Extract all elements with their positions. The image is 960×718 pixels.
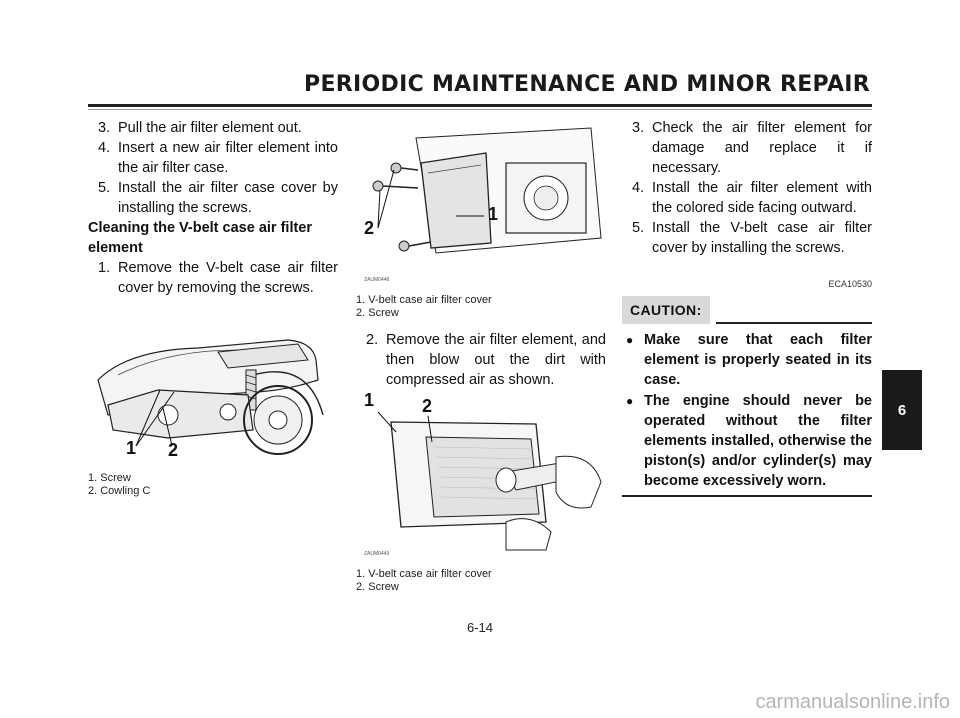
caution-header: CAUTION: — [622, 296, 872, 324]
filter-cover-figure: 2 1 ZAUM0448 — [356, 118, 606, 283]
figure-caption: 1. Screw 2. Cowling C — [88, 472, 151, 497]
page-header-title: PERIODIC MAINTENANCE AND MINOR REPAIR — [304, 72, 870, 97]
step-item: 3.Pull the air filter element out. — [98, 120, 302, 136]
caution-bullet: ●Make sure that each filter element is p… — [626, 332, 872, 388]
chapter-tab: 6 — [882, 370, 922, 450]
bullet-icon: ● — [626, 394, 634, 408]
callout-1: 1 — [126, 438, 137, 458]
callout-1: 1 — [488, 204, 499, 224]
callout-2: 2 — [168, 440, 179, 460]
figure-caption-1: 1. V-belt case air filter cover 2. Screw — [356, 294, 492, 319]
steps-list-3: 2.Remove the air filter element, and the… — [356, 330, 606, 390]
section-subheading: Cleaning the V-belt case air filter elem… — [88, 220, 313, 256]
filter-cover-illustration — [372, 127, 602, 254]
scooter-illustration — [97, 339, 324, 455]
column-2: 2 1 ZAUM0448 1. V-belt case air filter c… — [356, 118, 606, 594]
step-item: 1.Remove the V-belt case air filter cove… — [98, 260, 338, 296]
callout-2: 2 — [422, 396, 433, 416]
step-item: 4.Install the air filter element with th… — [632, 180, 872, 216]
page-number: 6-14 — [466, 620, 494, 635]
steps-list-4: 3.Check the air filter element for damag… — [622, 118, 872, 258]
caution-rule — [715, 322, 872, 324]
step-item: 5.Install the air filter case cover by i… — [98, 180, 338, 216]
caution-bullets: ●Make sure that each filter element is p… — [622, 330, 872, 491]
header-rule — [88, 104, 872, 107]
header-rule-thin — [88, 109, 872, 110]
column-1: 3.Pull the air filter element out. 4.Ins… — [88, 118, 338, 498]
column-3: 3.Check the air filter element for damag… — [622, 118, 872, 497]
steps-list-1: 3.Pull the air filter element out. 4.Ins… — [88, 118, 338, 218]
blow-out-illustration — [377, 411, 602, 551]
step-item: 4.Insert a new air filter element into t… — [98, 140, 338, 176]
figure-code: ZAUM0448 — [364, 277, 390, 283]
step-item: 3.Check the air filter element for damag… — [632, 120, 872, 176]
callout-1: 1 — [364, 390, 375, 410]
figure-code: ZAUM0449 — [364, 551, 390, 557]
caution-end-rule — [622, 495, 872, 497]
caution-label: CAUTION: — [622, 296, 710, 324]
scooter-figure: 1 2 — [88, 320, 338, 460]
blow-out-figure: 1 2 ZAUM0449 — [356, 390, 606, 557]
callout-2: 2 — [364, 218, 375, 238]
caution-bullet: ●The engine should never be operated wit… — [626, 393, 872, 489]
steps-list-2: 1.Remove the V-belt case air filter cove… — [88, 258, 338, 298]
bullet-icon: ● — [626, 333, 634, 347]
step-item: 2.Remove the air filter element, and the… — [366, 332, 606, 388]
figure-caption-2: 1. V-belt case air filter cover 2. Screw — [356, 568, 492, 593]
watermark: carmanualsonline.info — [755, 691, 950, 713]
caution-code: ECA10530 — [828, 279, 872, 289]
step-item: 5.Install the V-belt case air filter cov… — [632, 220, 872, 256]
